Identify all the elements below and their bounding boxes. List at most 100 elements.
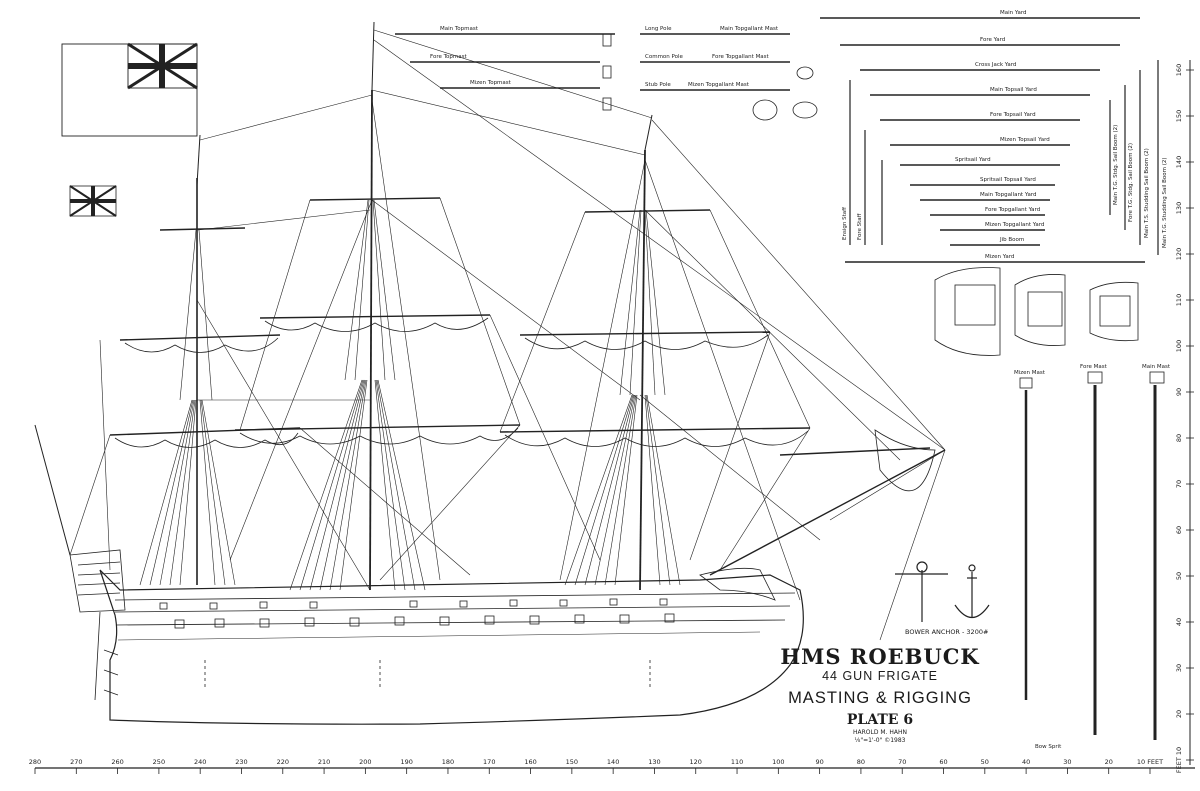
scale-bottom-label: 80 bbox=[857, 758, 865, 766]
main-mast bbox=[369, 21, 375, 591]
mast-labels: Mizen Mast Fore Mast Main Mast bbox=[1014, 364, 1171, 376]
label-jib-boom: Jib Boom bbox=[999, 237, 1024, 243]
label-spritsail-topsail-yard: Spritsail Topsail Yard bbox=[980, 177, 1036, 183]
gun-ports bbox=[159, 598, 675, 629]
plate-number: PLATE 6 bbox=[846, 712, 914, 728]
scale-bottom-label: 150 bbox=[566, 758, 578, 766]
label-fore-mast: Fore Mast bbox=[1080, 364, 1108, 370]
label-long-pole: Long Pole bbox=[645, 26, 672, 32]
label-main-topsail-yard: Main Topsail Yard bbox=[990, 87, 1037, 93]
scale-bottom-label: 190 bbox=[400, 758, 412, 766]
scale-bottom-labels: 280 270 260 250 240 230 220 210 200 190 180 170 160 1… bbox=[29, 758, 1163, 774]
ship-hull bbox=[69, 549, 804, 725]
title-block: HMS ROEBUCK 44 GUN FRIGATE MASTING & RIG… bbox=[780, 645, 980, 745]
scale-right-label: 70 bbox=[1175, 480, 1183, 488]
label-mizen-mast: Mizen Mast bbox=[1014, 370, 1046, 376]
fore-mast bbox=[639, 114, 653, 591]
scale-date: ⅛"=1'-0" ©1983 bbox=[854, 737, 906, 744]
scale-bottom-label: 160 bbox=[524, 758, 536, 766]
furled-sails bbox=[114, 317, 936, 492]
stays-and-running-rigging bbox=[69, 29, 946, 641]
anchor-label: BOWER ANCHOR - 3200# bbox=[905, 628, 989, 636]
yards bbox=[109, 197, 931, 456]
lower-mast-details bbox=[1019, 371, 1165, 740]
scale-bottom-label: 120 bbox=[690, 758, 702, 766]
scale-bottom-label: 110 bbox=[731, 758, 743, 766]
scale-right-label: 60 bbox=[1175, 526, 1183, 534]
large-ensign-flag bbox=[61, 42, 198, 137]
label-main-yard: Main Yard bbox=[1000, 10, 1027, 16]
label-main-topgallant-yard: Main Topgallant Yard bbox=[980, 192, 1036, 198]
label-fore-staff: Fore Staff bbox=[857, 213, 863, 240]
label-fore-topgallant-yard: Fore Topgallant Yard bbox=[985, 207, 1040, 213]
scale-bottom-label: 60 bbox=[939, 758, 947, 766]
scale-bottom-label: 20 bbox=[1105, 758, 1113, 766]
label-common-pole: Common Pole bbox=[645, 54, 684, 60]
label-stub-pole: Stub Pole bbox=[645, 82, 671, 88]
scale-right-label: 80 bbox=[1175, 434, 1183, 442]
label-boom-2: Fore T.G. Stdg. Sail Boom (2) bbox=[1128, 143, 1134, 222]
label-boom-4: Main T.G. Studding Sail Boom (2) bbox=[1162, 157, 1168, 248]
label-fore-topsail-yard: Fore Topsail Yard bbox=[990, 112, 1036, 118]
author-credit: HAROLD M. HAHN bbox=[853, 729, 907, 736]
label-main-topmast: Main Topmast bbox=[440, 26, 479, 32]
label-mizen-topgallant-mast: Mizen Topgallant Mast bbox=[688, 82, 750, 88]
scale-bottom-label: 90 bbox=[815, 758, 823, 766]
drawing-title: MASTING & RIGGING bbox=[788, 689, 972, 707]
spar-labels: Main Topmast Fore Topmast Mizen Topmast … bbox=[430, 26, 779, 88]
scale-bottom-label: 170 bbox=[483, 758, 495, 766]
mast-tops-plan bbox=[934, 267, 1139, 356]
label-mizen-topmast: Mizen Topmast bbox=[470, 80, 512, 86]
yard-details bbox=[395, 17, 1159, 263]
label-bow-sprit: Bow Sprit bbox=[1035, 744, 1062, 750]
scale-right-label: 130 bbox=[1175, 202, 1183, 214]
mizen-mast bbox=[196, 134, 201, 585]
scale-right-label: 160 bbox=[1175, 64, 1183, 76]
scale-right-label: 50 bbox=[1175, 572, 1183, 580]
scale-bottom-label: 130 bbox=[648, 758, 660, 766]
bower-anchor bbox=[954, 564, 990, 619]
small-union-jack bbox=[69, 185, 117, 217]
scale-bottom-label: 210 bbox=[318, 758, 330, 766]
misc-labels: Ensign Staff Fore Staff Bow Sprit bbox=[842, 207, 1062, 750]
union-jack-canton bbox=[127, 42, 198, 90]
scale-bottom-label: 50 bbox=[981, 758, 989, 766]
scale-bottom-label: 260 bbox=[111, 758, 123, 766]
label-cross-jack-yard: Cross Jack Yard bbox=[975, 62, 1016, 68]
scale-bottom-label: 30 bbox=[1063, 758, 1071, 766]
scale-right-label: 120 bbox=[1175, 248, 1183, 260]
ship-type: 44 GUN FRIGATE bbox=[822, 669, 938, 683]
yard-labels: Main Yard Fore Yard Cross Jack Yard Main… bbox=[955, 10, 1050, 260]
label-spritsail-yard: Spritsail Yard bbox=[955, 157, 991, 163]
scale-bottom-label: 40 bbox=[1022, 758, 1030, 766]
scale-bottom-label: 250 bbox=[153, 758, 165, 766]
label-main-topgallant-mast: Main Topgallant Mast bbox=[720, 26, 779, 32]
ship-name: HMS ROEBUCK bbox=[780, 644, 980, 669]
scale-right-label: 110 bbox=[1175, 294, 1183, 306]
scale-bottom-label: 10 FEET bbox=[1137, 758, 1163, 766]
scale-bottom-label: 230 bbox=[235, 758, 247, 766]
scale-bottom-label: 220 bbox=[277, 758, 289, 766]
scale-right-label: 90 bbox=[1175, 388, 1183, 396]
scale-bottom-label: 270 bbox=[70, 758, 82, 766]
scale-right-label: 100 bbox=[1175, 340, 1183, 352]
scale-right-label: FEET 10 bbox=[1175, 747, 1183, 773]
label-mizen-yard: Mizen Yard bbox=[985, 254, 1014, 260]
scale-bottom-label: 100 bbox=[772, 758, 784, 766]
label-ensign-staff: Ensign Staff bbox=[842, 207, 848, 240]
scale-bottom-label: 240 bbox=[194, 758, 206, 766]
label-mizen-topgallant-yard: Mizen Topgallant Yard bbox=[985, 222, 1044, 228]
scale-bottom-label: 200 bbox=[359, 758, 371, 766]
label-boom-3: Main T.S. Studding Sail Boom (2) bbox=[1144, 148, 1150, 238]
scale-bottom-label: 280 bbox=[29, 758, 41, 766]
scale-right-label: 20 bbox=[1175, 710, 1183, 718]
scale-right-label: 40 bbox=[1175, 618, 1183, 626]
label-fore-topmast: Fore Topmast bbox=[430, 54, 467, 60]
scale-bottom-label: 180 bbox=[442, 758, 454, 766]
label-mizen-topsail-yard: Mizen Topsail Yard bbox=[1000, 137, 1050, 143]
shrouds bbox=[139, 199, 681, 591]
label-fore-yard: Fore Yard bbox=[980, 37, 1005, 43]
label-fore-topgallant-mast: Fore Topgallant Mast bbox=[712, 54, 770, 60]
label-boom-1: Main T.G. Stdg. Sail Boom (2) bbox=[1113, 125, 1119, 205]
scale-right-label: 150 bbox=[1175, 110, 1183, 122]
